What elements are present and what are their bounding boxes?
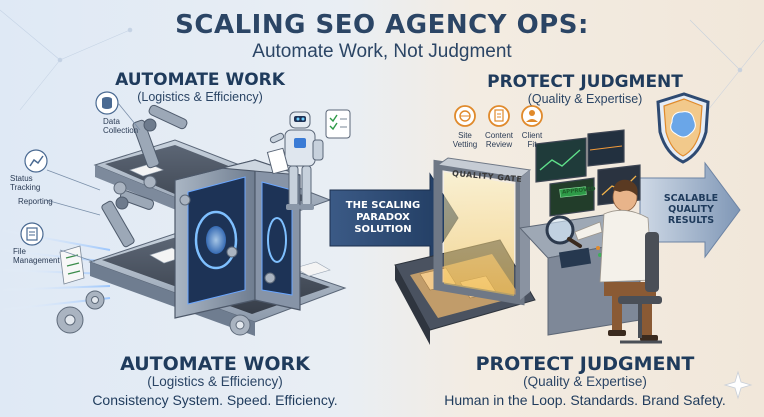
bottom-left-heading: AUTOMATE WORK: [120, 353, 310, 375]
chart-icon: [24, 149, 48, 173]
label-reporting: Reporting: [18, 197, 53, 206]
client-fit-icon: [521, 105, 543, 127]
label-file-management: File Management: [13, 247, 60, 265]
quality-gate-machine: [394, 92, 710, 345]
left-heading: AUTOMATE WORK: [115, 70, 285, 90]
page-title: SCALING SEO AGENCY OPS:: [175, 10, 589, 40]
label-site-vetting: Site Vetting: [452, 131, 478, 149]
reviewer-person: [574, 179, 662, 344]
shield-brain-icon: [656, 92, 710, 164]
label-data-collection: Data Collection: [103, 117, 139, 135]
right-heading: PROTECT JUDGMENT: [487, 72, 683, 92]
right-subheading: (Quality & Expertise): [527, 92, 643, 106]
automation-machine: [56, 104, 347, 336]
left-subheading: (Logistics & Efficiency): [137, 90, 263, 104]
page-subtitle: Automate Work, Not Judgment: [252, 41, 512, 62]
sparkle-icon: [723, 370, 753, 400]
label-client-fit: Client Fit: [521, 131, 543, 149]
document-icon: [20, 222, 44, 246]
network-lines: [0, 9, 764, 123]
gear-icon: [56, 175, 276, 336]
label-content-review: Content Review: [484, 131, 514, 149]
checklist-icon: [59, 245, 85, 285]
bottom-right-tagline: Human in the Loop. Standards. Brand Safe…: [444, 392, 726, 408]
label-status-tracking: Status Tracking: [10, 174, 41, 192]
magnifier-icon: [545, 215, 582, 248]
site-vetting-icon: [454, 105, 476, 127]
bottom-right-subheading: (Quality & Expertise): [523, 374, 647, 389]
paradox-arrow-label: THE SCALING PARADOX SOLUTION: [345, 200, 421, 235]
content-review-icon: [488, 105, 510, 127]
bottom-left-subheading: (Logistics & Efficiency): [147, 374, 283, 389]
bottom-left-tagline: Consistency System. Speed. Efficiency.: [92, 392, 338, 408]
bottom-right-heading: PROTECT JUDGMENT: [475, 353, 695, 375]
robot-icon: [266, 109, 351, 210]
results-arrow-label: SCALABLE QUALITY RESULTS: [663, 193, 719, 226]
connector-lines: [45, 102, 141, 263]
